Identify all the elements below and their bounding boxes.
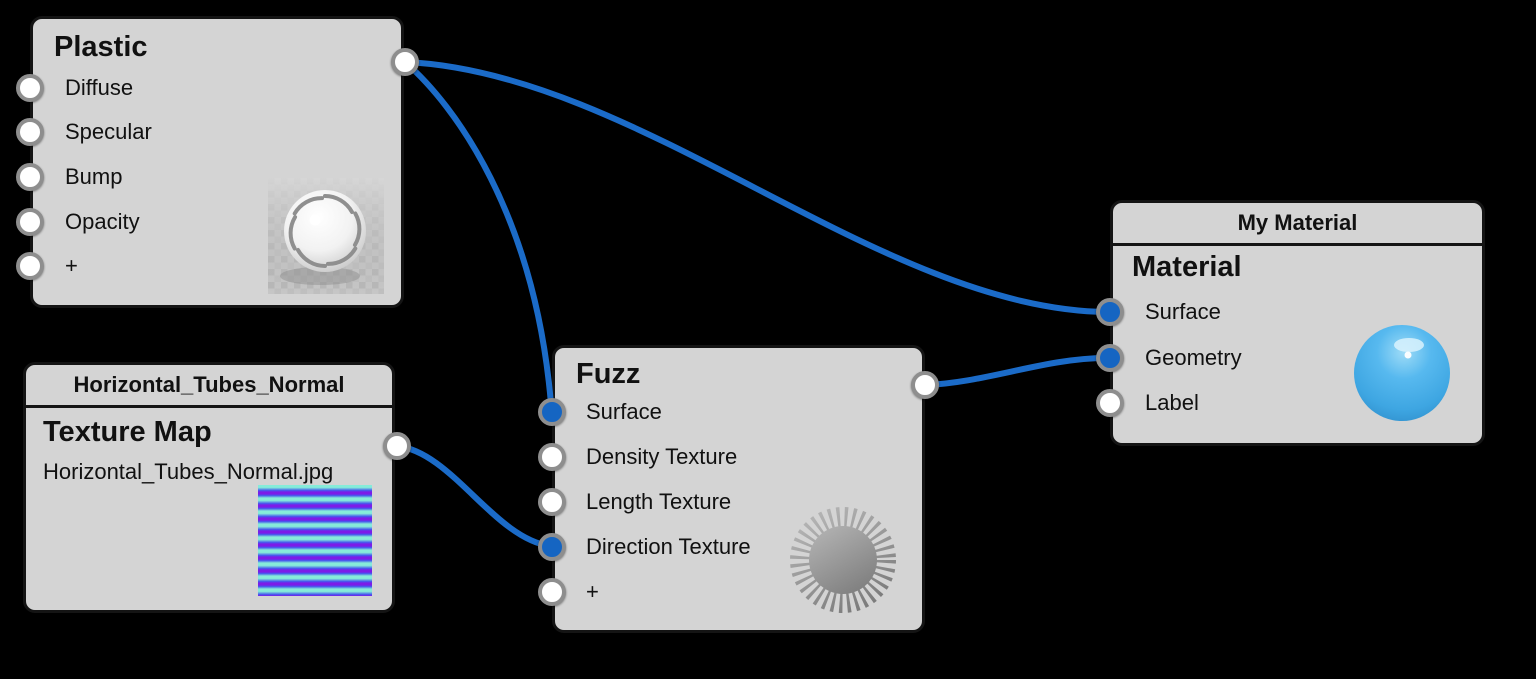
wire-plastic-to-material-surface[interactable] [402,59,1111,315]
fuzz-sunburst-image [790,507,896,613]
material-input-port-surface[interactable] [1096,298,1124,326]
node-fuzz-title: Fuzz [576,358,641,390]
material-preview-thumbnail [1352,322,1452,422]
plastic-input-port-diffuse[interactable] [16,74,44,102]
plastic-input-label-opacity: Opacity [65,209,140,234]
plastic-input-port-add[interactable] [16,252,44,280]
node-plastic-title: Plastic [54,31,148,63]
fuzz-input-port-density[interactable] [538,443,566,471]
plastic-input-port-specular[interactable] [16,118,44,146]
plastic-material-thumbnail [268,178,384,294]
fuzz-input-port-add[interactable] [538,578,566,606]
node-texture-map-title: Texture Map [43,416,212,448]
plastic-output-port[interactable] [391,48,419,76]
my-material-instance-name: My Material [1113,203,1482,246]
plastic-input-port-bump[interactable] [16,163,44,191]
material-input-port-label[interactable] [1096,389,1124,417]
fuzz-input-label-direction-texture: Direction Texture [586,534,751,559]
fuzz-input-label-density-texture: Density Texture [586,444,738,469]
fuzz-input-port-direction[interactable] [538,533,566,561]
fuzz-material-thumbnail [786,503,900,617]
fuzz-input-port-surface[interactable] [538,398,566,426]
fuzz-input-port-length[interactable] [538,488,566,516]
node-texture-map[interactable]: Horizontal_Tubes_Normal Texture Map Hori… [23,362,395,613]
node-material-title: Material [1132,251,1242,283]
material-input-label-surface: Surface [1145,299,1221,324]
wire-fuzz-to-material-geometry[interactable] [922,355,1109,388]
white-sphere-checker-image [268,178,384,294]
node-fuzz[interactable]: Fuzz Surface Density Texture Length Text… [552,345,925,633]
plastic-input-label-add: + [65,253,78,278]
node-my-material[interactable]: My Material Material Surface Geometry La… [1110,200,1485,446]
node-plastic[interactable]: Plastic Diffuse Specular Bump Opacity + [30,16,404,308]
wire-plastic-to-fuzz-surface[interactable] [402,59,554,407]
fuzz-input-label-surface: Surface [586,399,662,424]
texture-filename: Horizontal_Tubes_Normal.jpg [43,459,334,484]
texture-map-instance-name: Horizontal_Tubes_Normal [26,365,392,408]
plastic-input-port-opacity[interactable] [16,208,44,236]
material-input-label-geometry: Geometry [1145,345,1242,370]
plastic-input-label-diffuse: Diffuse [65,75,134,100]
fuzz-input-label-length-texture: Length Texture [586,489,732,514]
plastic-input-label-bump: Bump [65,164,123,189]
material-input-port-geometry[interactable] [1096,344,1124,372]
fuzz-input-label-add: + [586,579,599,604]
texture-map-output-port[interactable] [383,432,411,460]
material-input-label-label: Label [1145,390,1199,415]
plastic-input-label-specular: Specular [65,119,152,144]
blue-sphere-image [1354,325,1450,421]
texture-stripes-thumbnail [258,485,372,596]
wire-texturemap-to-fuzz-direction[interactable] [394,443,553,549]
fuzz-output-port[interactable] [911,371,939,399]
